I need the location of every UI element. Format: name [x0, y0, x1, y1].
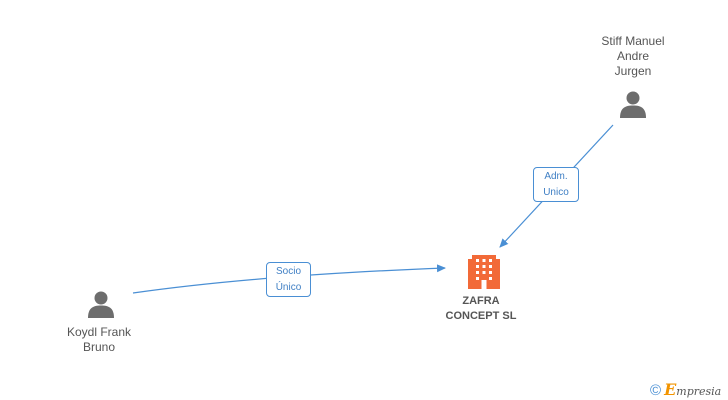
brand-watermark: ©Empresia — [650, 380, 721, 399]
brand-logo-initial: E — [664, 380, 677, 399]
person-name-koydl: Koydl Frank Bruno — [66, 325, 132, 354]
company-name[interactable]: ZAFRA CONCEPT SL — [445, 295, 517, 322]
relation-label-socio-unico: Socio Único — [266, 262, 311, 297]
copyright-symbol: © — [650, 382, 662, 399]
person-icon[interactable] — [87, 290, 115, 318]
relation-label-adm-unico: Adm. Unico — [533, 167, 579, 202]
person-name-stiff: Stiff Manuel Andre Jurgen — [601, 34, 665, 78]
person-icon[interactable] — [619, 90, 647, 118]
building-icon[interactable] — [468, 255, 500, 289]
brand-logo-text: mpresia — [676, 385, 722, 398]
